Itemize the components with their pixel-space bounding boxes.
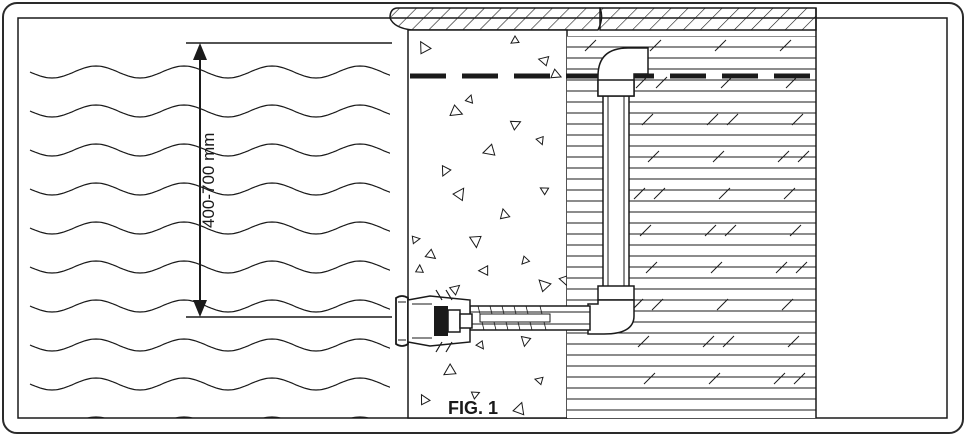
dimension-label: 400-700 mm bbox=[199, 133, 218, 228]
plank-joint bbox=[797, 150, 810, 163]
wall-fitting-nozzle bbox=[395, 289, 473, 353]
aggregate-mark bbox=[477, 264, 489, 276]
aggregate-mark bbox=[449, 104, 464, 117]
top-elbow bbox=[570, 47, 649, 97]
plank-joint bbox=[720, 76, 733, 89]
aggregate-mark bbox=[512, 401, 525, 416]
aggregate-mark bbox=[424, 248, 437, 260]
wave-line bbox=[29, 182, 390, 196]
coping-right bbox=[599, 7, 817, 31]
plank-joint bbox=[653, 187, 666, 200]
plank-joint bbox=[781, 298, 794, 311]
aggregate-mark bbox=[539, 187, 550, 196]
plank-joint bbox=[787, 335, 800, 348]
plank-joint bbox=[704, 224, 717, 237]
plank-joint bbox=[714, 39, 727, 52]
plank-joint bbox=[777, 150, 790, 163]
aggregate-mark bbox=[537, 55, 550, 67]
concrete-aggregate bbox=[411, 35, 571, 416]
aggregate-mark bbox=[420, 393, 431, 406]
plank-joint bbox=[710, 261, 723, 274]
plank-joint bbox=[655, 76, 668, 89]
aggregate-mark bbox=[538, 279, 552, 293]
wave-line bbox=[29, 221, 390, 235]
aggregate-mark bbox=[411, 235, 422, 245]
wave-line bbox=[29, 338, 390, 352]
plank-joint bbox=[706, 113, 719, 126]
aggregate-mark bbox=[414, 263, 425, 273]
aggregate-mark bbox=[475, 340, 485, 350]
plank-joint bbox=[584, 39, 597, 52]
wave-line bbox=[29, 143, 390, 157]
aggregate-mark bbox=[452, 187, 465, 202]
aggregate-mark bbox=[550, 68, 563, 79]
aggregate-mark bbox=[464, 93, 474, 104]
plank-joint bbox=[779, 39, 792, 52]
plank-joint bbox=[702, 335, 715, 348]
plank-joint bbox=[633, 187, 646, 200]
wave-line bbox=[29, 377, 390, 391]
aggregate-mark bbox=[481, 143, 496, 156]
horizontal-pipe bbox=[469, 305, 591, 331]
plank-joint bbox=[637, 335, 650, 348]
aggregate-mark bbox=[510, 35, 520, 44]
plank-joint bbox=[639, 224, 652, 237]
plank-joint bbox=[783, 187, 796, 200]
concrete-wall bbox=[407, 29, 568, 419]
wave-line bbox=[29, 65, 390, 79]
plank-joint bbox=[647, 150, 660, 163]
aggregate-mark bbox=[533, 376, 544, 386]
aggregate-mark bbox=[499, 207, 511, 220]
plank-joint bbox=[789, 224, 802, 237]
aggregate-mark bbox=[448, 284, 461, 296]
bottom-elbow bbox=[587, 285, 635, 335]
plank-joint bbox=[641, 113, 654, 126]
plank-joint bbox=[791, 113, 804, 126]
aggregate-mark bbox=[468, 235, 482, 249]
aggregate-mark bbox=[470, 391, 481, 400]
plank-joint bbox=[643, 372, 656, 385]
plank-joint bbox=[795, 261, 808, 274]
plank-joint bbox=[708, 372, 721, 385]
wave-line bbox=[29, 299, 390, 313]
plank-joint bbox=[651, 298, 664, 311]
plank-joint bbox=[726, 113, 739, 126]
plank-joint bbox=[722, 335, 735, 348]
plank-joint bbox=[712, 150, 725, 163]
wave-line bbox=[85, 416, 371, 418]
plank-joint bbox=[649, 39, 662, 52]
plank-joint bbox=[645, 261, 658, 274]
wave-line bbox=[29, 260, 390, 274]
wave-line bbox=[29, 104, 390, 118]
aggregate-mark bbox=[521, 255, 531, 265]
aggregate-mark bbox=[420, 40, 432, 55]
dimension-arrow bbox=[193, 43, 207, 317]
aggregate-mark bbox=[441, 164, 452, 177]
aggregate-mark bbox=[443, 363, 457, 376]
plank-joint bbox=[775, 261, 788, 274]
aggregate-mark bbox=[520, 335, 532, 348]
water-waves bbox=[29, 65, 390, 418]
coping-left bbox=[389, 7, 603, 31]
plank-joint bbox=[785, 76, 798, 89]
vertical-pipe bbox=[602, 91, 630, 291]
figure-caption: FIG. 1 bbox=[448, 398, 498, 418]
aggregate-mark bbox=[509, 120, 522, 131]
plank-joint bbox=[635, 76, 648, 89]
plank-joint bbox=[724, 224, 737, 237]
plank-joint bbox=[793, 372, 806, 385]
plank-joint bbox=[716, 298, 729, 311]
plank-joint bbox=[718, 187, 731, 200]
plank-joint bbox=[773, 372, 786, 385]
aggregate-mark bbox=[535, 135, 544, 146]
